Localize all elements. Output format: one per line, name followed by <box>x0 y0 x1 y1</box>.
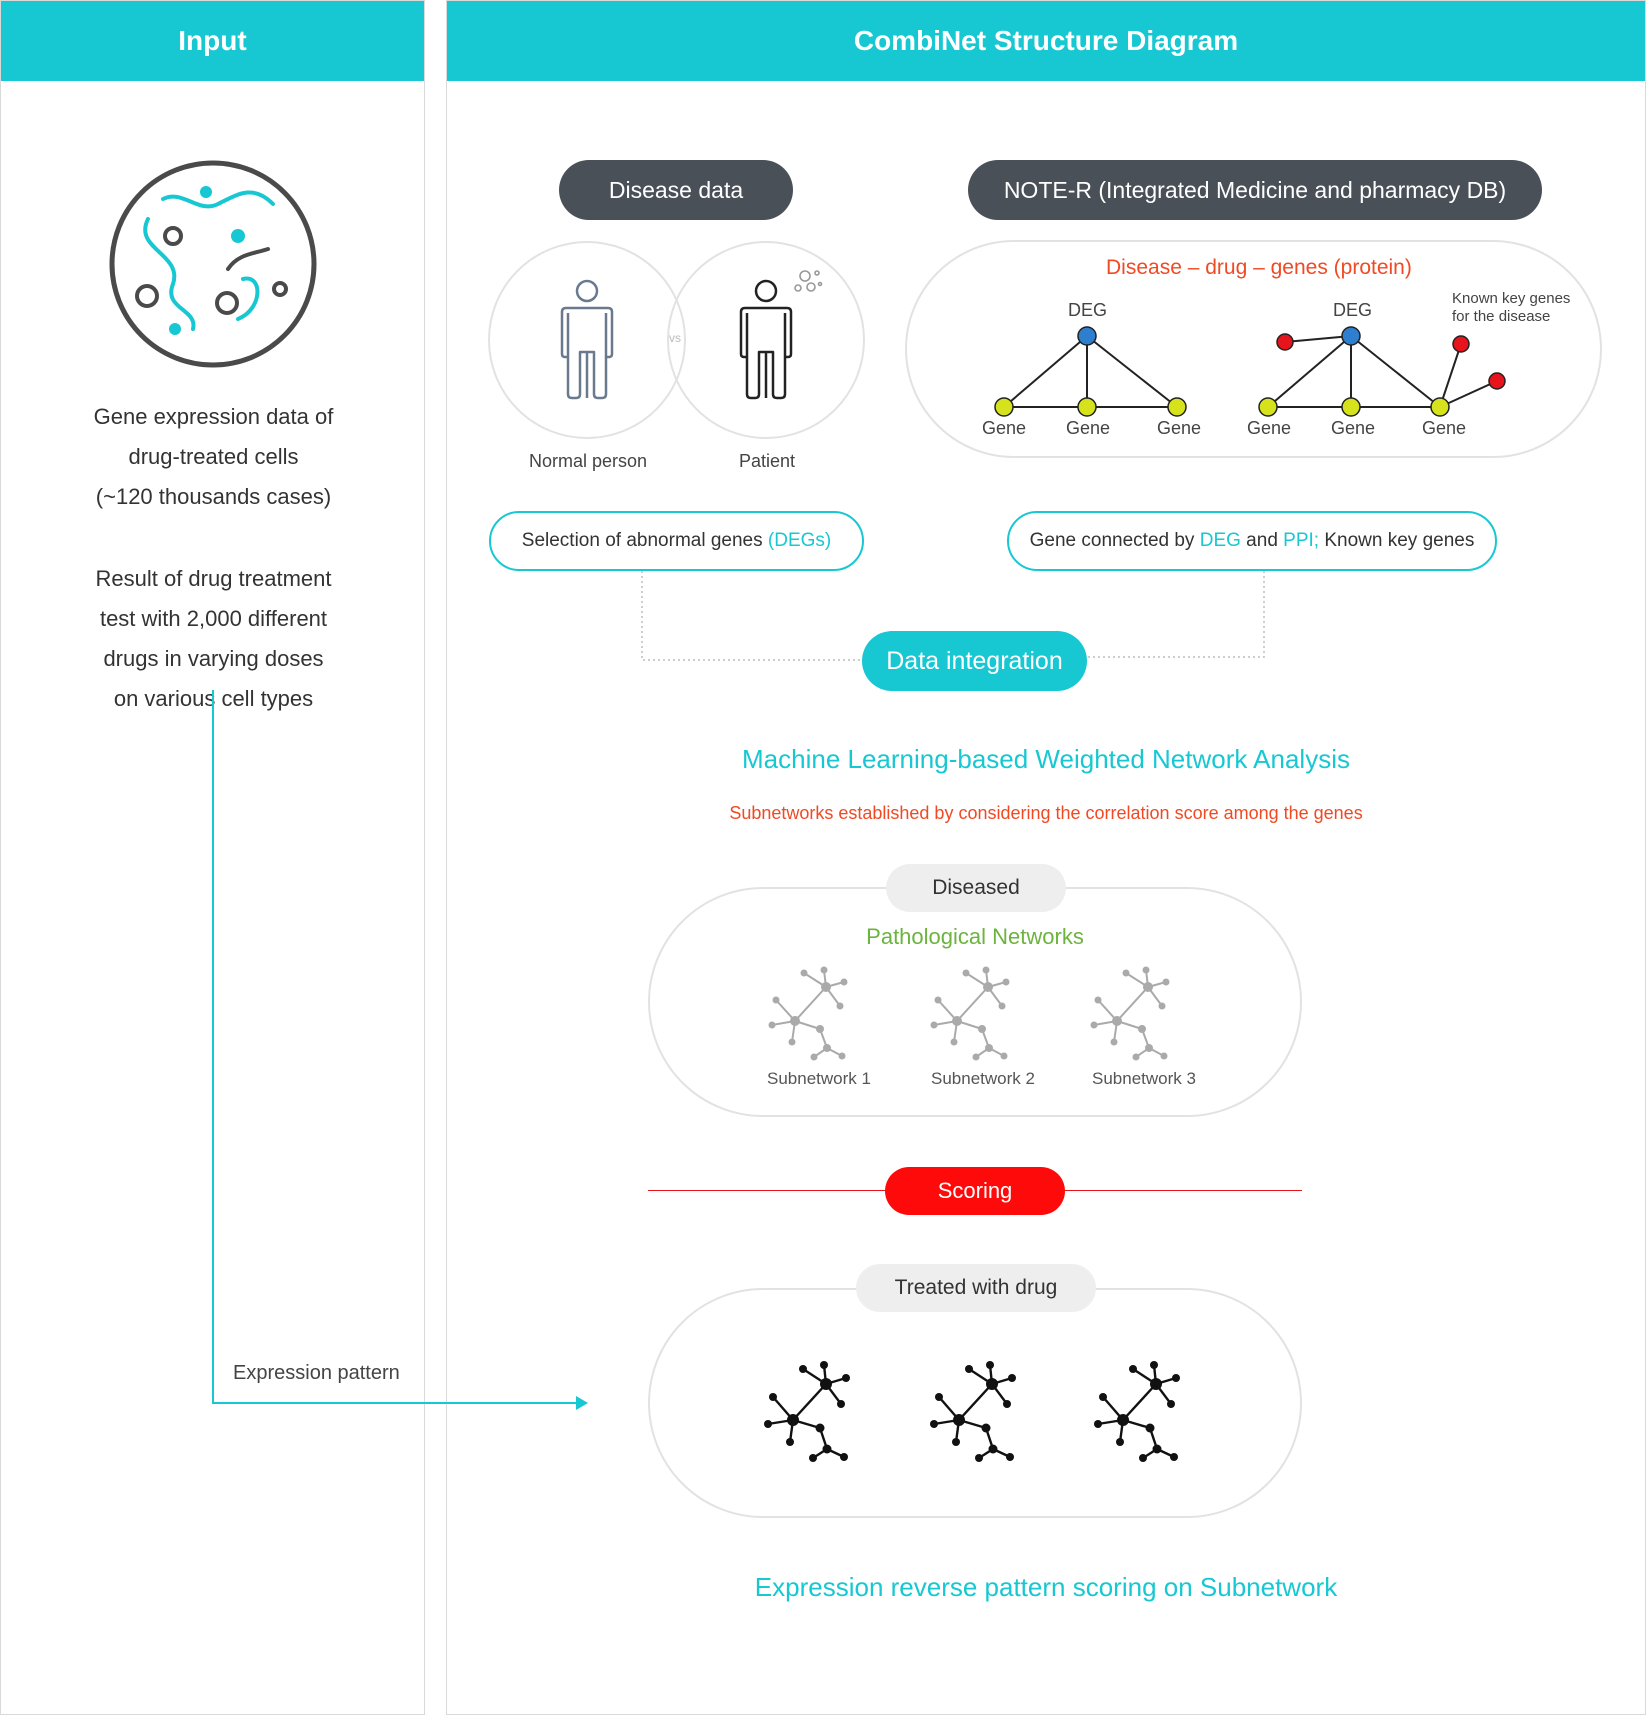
deg-label-2: DEG <box>1333 300 1373 320</box>
known-key-label: Known key genes for the disease <box>1452 290 1571 325</box>
normal-person-label: Normal person <box>529 451 648 471</box>
vs-label: vs <box>669 331 681 345</box>
input-desc-1: Gene expression data of drug-treated cel… <box>93 404 334 509</box>
patient-label: Patient <box>739 451 796 471</box>
connection-pill: Gene connected by DEG and PPI; Known key… <box>1007 511 1497 571</box>
expression-pattern-label: Expression pattern <box>233 1362 400 1384</box>
integration-connectors <box>641 571 1265 661</box>
data-integration-pill: Data integration <box>862 631 1087 691</box>
gene-label-4: Gene <box>1247 418 1292 438</box>
treated-subnetworks <box>762 1359 1182 1464</box>
gene-label-2: Gene <box>1066 418 1111 438</box>
gene-label-5: Gene <box>1331 418 1376 438</box>
gene-label-3: Gene <box>1157 418 1202 438</box>
subnetwork-label-3: Subnetwork 3 <box>1092 1069 1196 1088</box>
pathological-subnetworks <box>767 965 1171 1062</box>
gene-label-6: Gene <box>1422 418 1467 438</box>
ddg-title: Disease – drug – genes (protein) <box>1106 256 1412 279</box>
subnetwork-label-2: Subnetwork 2 <box>931 1069 1035 1088</box>
main-header: CombiNet Structure Diagram <box>447 1 1645 81</box>
bottom-title: Expression reverse pattern scoring on Su… <box>754 1572 1338 1602</box>
deg-label-1: DEG <box>1068 300 1108 320</box>
normal-vs-patient-graphic <box>488 241 865 439</box>
main-panel: CombiNet Structure Diagram <box>446 0 1646 1715</box>
treated-pill: Treated with drug <box>856 1264 1096 1312</box>
ddg-oval <box>905 240 1602 458</box>
diseased-pill: Diseased <box>886 864 1066 912</box>
cell-dish-icon <box>109 160 317 368</box>
subnetwork-label-1: Subnetwork 1 <box>767 1069 871 1088</box>
noter-pill: NOTE-R (Integrated Medicine and pharmacy… <box>968 160 1542 220</box>
gene-label-1: Gene <box>982 418 1027 438</box>
ml-subtitle: Subnetworks established by considering t… <box>729 803 1363 823</box>
pathological-title: Pathological Networks <box>866 924 1084 949</box>
ddg-network <box>994 326 1506 417</box>
ml-title: Machine Learning-based Weighted Network … <box>742 744 1350 774</box>
input-header: Input <box>1 1 424 81</box>
selection-pill: Selection of abnormal genes (DEGs) <box>489 511 864 571</box>
scoring-pill: Scoring <box>885 1167 1065 1215</box>
disease-data-pill: Disease data <box>559 160 793 220</box>
